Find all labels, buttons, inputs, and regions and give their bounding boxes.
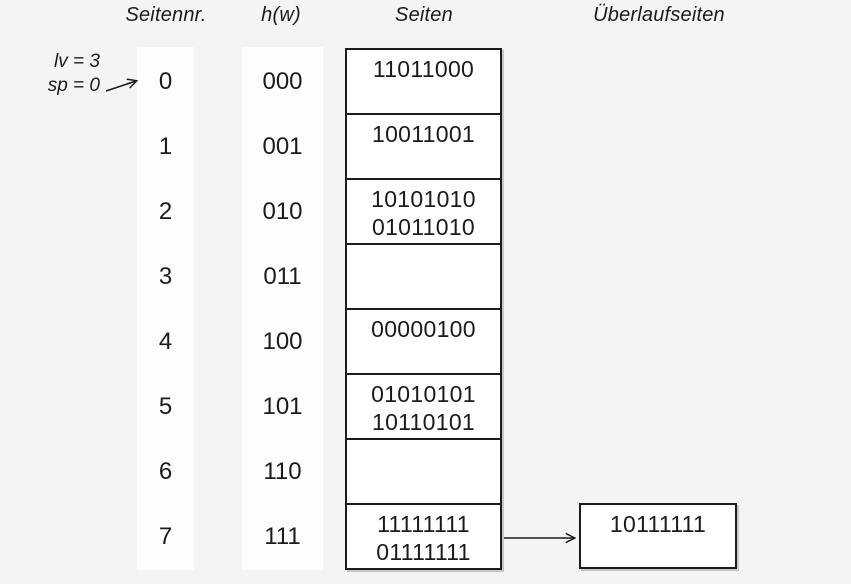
hash-value: 110 [263, 457, 302, 485]
page-number: 7 [158, 522, 173, 550]
page-box [347, 243, 500, 308]
page-entry: 10101010 [371, 186, 476, 212]
page-number: 1 [158, 132, 173, 160]
page-number: 2 [158, 197, 173, 225]
hash-state-annotation: lv = 3 sp = 0 [18, 50, 100, 98]
page-box: 11011000 [347, 50, 500, 113]
page-entry: 00000100 [371, 316, 476, 342]
page-entry: 01010101 [371, 381, 476, 407]
page-number: 5 [158, 392, 173, 420]
page-entry: 01011010 [371, 214, 476, 240]
page-entry: 01111111 [376, 539, 471, 565]
page-box: 10011001 [347, 113, 500, 178]
page-entry: 10110101 [371, 409, 476, 435]
page-entry: 10011001 [371, 121, 476, 147]
page-number-column-background [137, 47, 194, 570]
page-entry: 11011000 [372, 56, 475, 82]
overflow-page-entry: 10111111 [609, 511, 707, 537]
level-value: lv = 3 [54, 51, 100, 72]
page-box [347, 438, 500, 503]
page-number: 6 [158, 457, 173, 485]
page-box: 00000100 [347, 308, 500, 373]
hash-value: 101 [262, 392, 303, 420]
page-number-column: 0 1 2 3 4 5 6 7 [137, 49, 194, 569]
page-number: 0 [158, 67, 173, 95]
hash-value: 010 [262, 197, 303, 225]
column-header-seiten: Seiten [395, 4, 453, 26]
column-header-seitennr: Seitennr. [125, 4, 207, 26]
page-entry: 11111111 [377, 511, 470, 537]
hash-column-background [242, 47, 323, 570]
split-pointer-value: sp = 0 [47, 75, 100, 96]
column-header-hw: h(w) [261, 4, 301, 26]
hash-value: 000 [262, 67, 303, 95]
hash-value: 011 [263, 262, 302, 290]
column-header-ueberlaufseiten: Überlaufseiten [593, 4, 725, 26]
split-pointer-arrow [105, 81, 136, 92]
hash-value: 001 [262, 132, 303, 160]
overflow-page-box: 10111111 [579, 503, 737, 569]
hash-value: 111 [264, 522, 301, 550]
page-number: 4 [158, 327, 173, 355]
hash-value: 100 [262, 327, 303, 355]
page-number: 3 [158, 262, 173, 290]
hash-value-column: 000 001 010 011 100 101 110 111 [242, 49, 323, 569]
